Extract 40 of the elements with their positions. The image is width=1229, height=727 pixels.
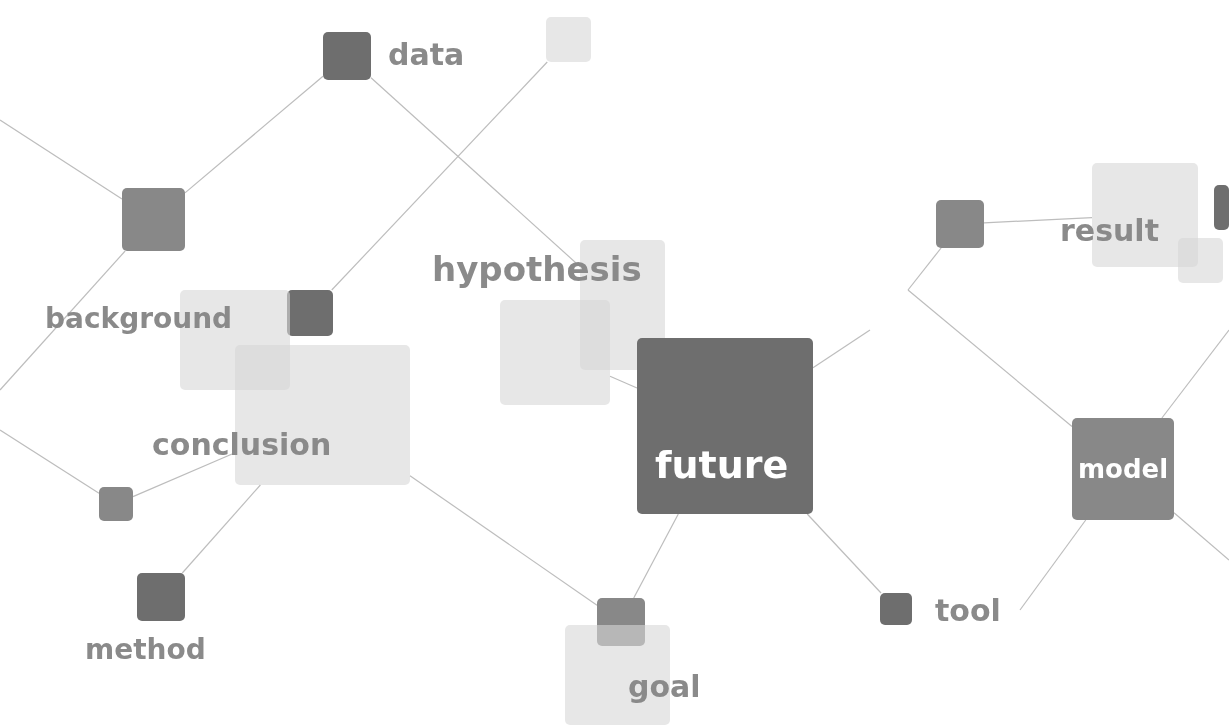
square-node	[1178, 238, 1223, 283]
connector-line	[806, 513, 882, 594]
node-label: conclusion	[152, 430, 332, 460]
node-square	[287, 290, 333, 336]
connector-line	[907, 247, 942, 291]
connector-line	[184, 75, 324, 194]
node-square	[1072, 418, 1174, 520]
square-node	[936, 200, 984, 248]
node-label: method	[85, 636, 206, 664]
square-node	[546, 17, 591, 62]
node-square	[323, 32, 371, 80]
node-label: result	[1060, 216, 1159, 246]
connector-line	[0, 429, 100, 494]
connector-line	[609, 375, 638, 389]
connector-line	[331, 61, 548, 291]
connector-line	[0, 250, 126, 391]
square-node	[99, 487, 133, 521]
connector-line	[181, 484, 261, 574]
connector-line	[1161, 329, 1229, 419]
node-square	[637, 338, 813, 514]
connector-line	[983, 217, 1093, 224]
connector-line	[1019, 519, 1087, 611]
node-label: goal	[628, 672, 701, 702]
node-label: future	[655, 446, 789, 484]
connector-line	[633, 513, 679, 599]
node-square	[880, 593, 912, 625]
node-label: hypothesis	[432, 252, 642, 286]
square-node	[500, 300, 610, 405]
node-label: data	[388, 40, 465, 70]
node-label: tool	[935, 596, 1001, 626]
connector-line	[907, 289, 1073, 428]
connector-line	[812, 329, 871, 369]
square-node	[122, 188, 185, 251]
connector-line	[0, 119, 123, 200]
node-label: model	[1078, 456, 1169, 482]
node-label: background	[45, 305, 233, 333]
node-square	[137, 573, 185, 621]
connector-line	[1173, 512, 1229, 561]
connector-line	[409, 475, 598, 606]
square-node	[597, 598, 645, 646]
